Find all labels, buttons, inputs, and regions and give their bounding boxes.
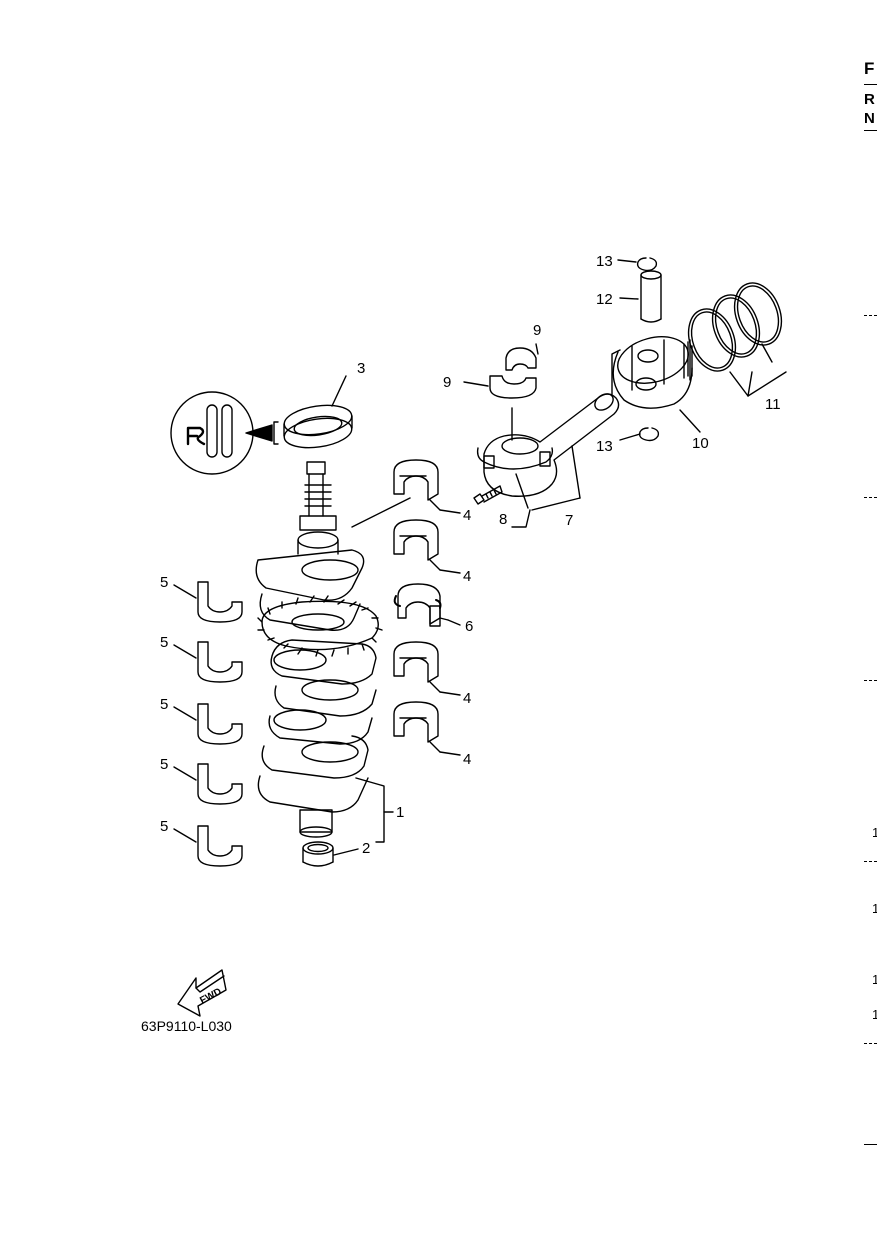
edge-number: 1 [872,901,877,916]
main-bearing-upper-4 [393,701,439,743]
grease-symbol-inset [170,391,279,475]
piston-pin [640,270,662,323]
callout-5: 5 [160,696,168,713]
callout-9: 9 [533,322,541,339]
bushing [302,841,334,867]
thrust-bearing [393,583,442,627]
main-bearing-lower-set [197,581,243,867]
callout-5: 5 [160,574,168,591]
edge-letter: R [864,91,875,108]
callout-6: 6 [465,618,473,635]
edge-dash [864,680,877,681]
callout-4: 4 [463,690,471,707]
callout-9: 9 [443,374,451,391]
edge-rule [864,1144,877,1145]
callout-4: 4 [463,568,471,585]
callout-5: 5 [160,818,168,835]
callout-7: 7 [565,512,573,529]
callout-1: 1 [396,804,404,821]
edge-dash [864,861,877,862]
callout-4: 4 [463,507,471,524]
oil-seal [283,404,353,449]
callout-13: 13 [596,438,613,455]
figure-code: 63P9110-L030 [141,1018,232,1034]
main-bearing-upper-3 [393,641,439,683]
fwd-arrow-icon [177,969,227,1017]
conrod-bearing-upper [505,347,537,371]
conrod-bolt [473,485,503,505]
callout-10: 10 [692,435,709,452]
callout-4: 4 [463,751,471,768]
callout-5: 5 [160,756,168,773]
circlip-top [636,257,658,272]
edge-letter: F [864,59,875,78]
main-bearing-upper-2 [393,519,439,561]
edge-dash [864,315,877,316]
callout-11: 11 [765,396,781,413]
edge-number: 1 [872,1007,877,1022]
callout-3: 3 [357,360,365,377]
connecting-rod [476,393,620,497]
callout-12: 12 [596,291,613,308]
piston-rings [687,282,783,372]
edge-number: 1 [872,825,877,840]
crankshaft [255,461,383,838]
edge-dash [864,1043,877,1044]
edge-number: 1 [872,972,877,987]
callout-5: 5 [160,634,168,651]
edge-dash [864,497,877,498]
edge-rule [864,130,877,131]
circlip-bottom [638,427,660,442]
edge-letter: N [864,110,875,127]
main-bearing-upper-1 [393,459,439,501]
piston [611,336,693,409]
callout-13: 13 [596,253,613,270]
edge-rule [864,84,877,85]
callout-2: 2 [362,840,370,857]
conrod-bearing-lower [489,375,537,399]
callout-8: 8 [499,511,507,528]
